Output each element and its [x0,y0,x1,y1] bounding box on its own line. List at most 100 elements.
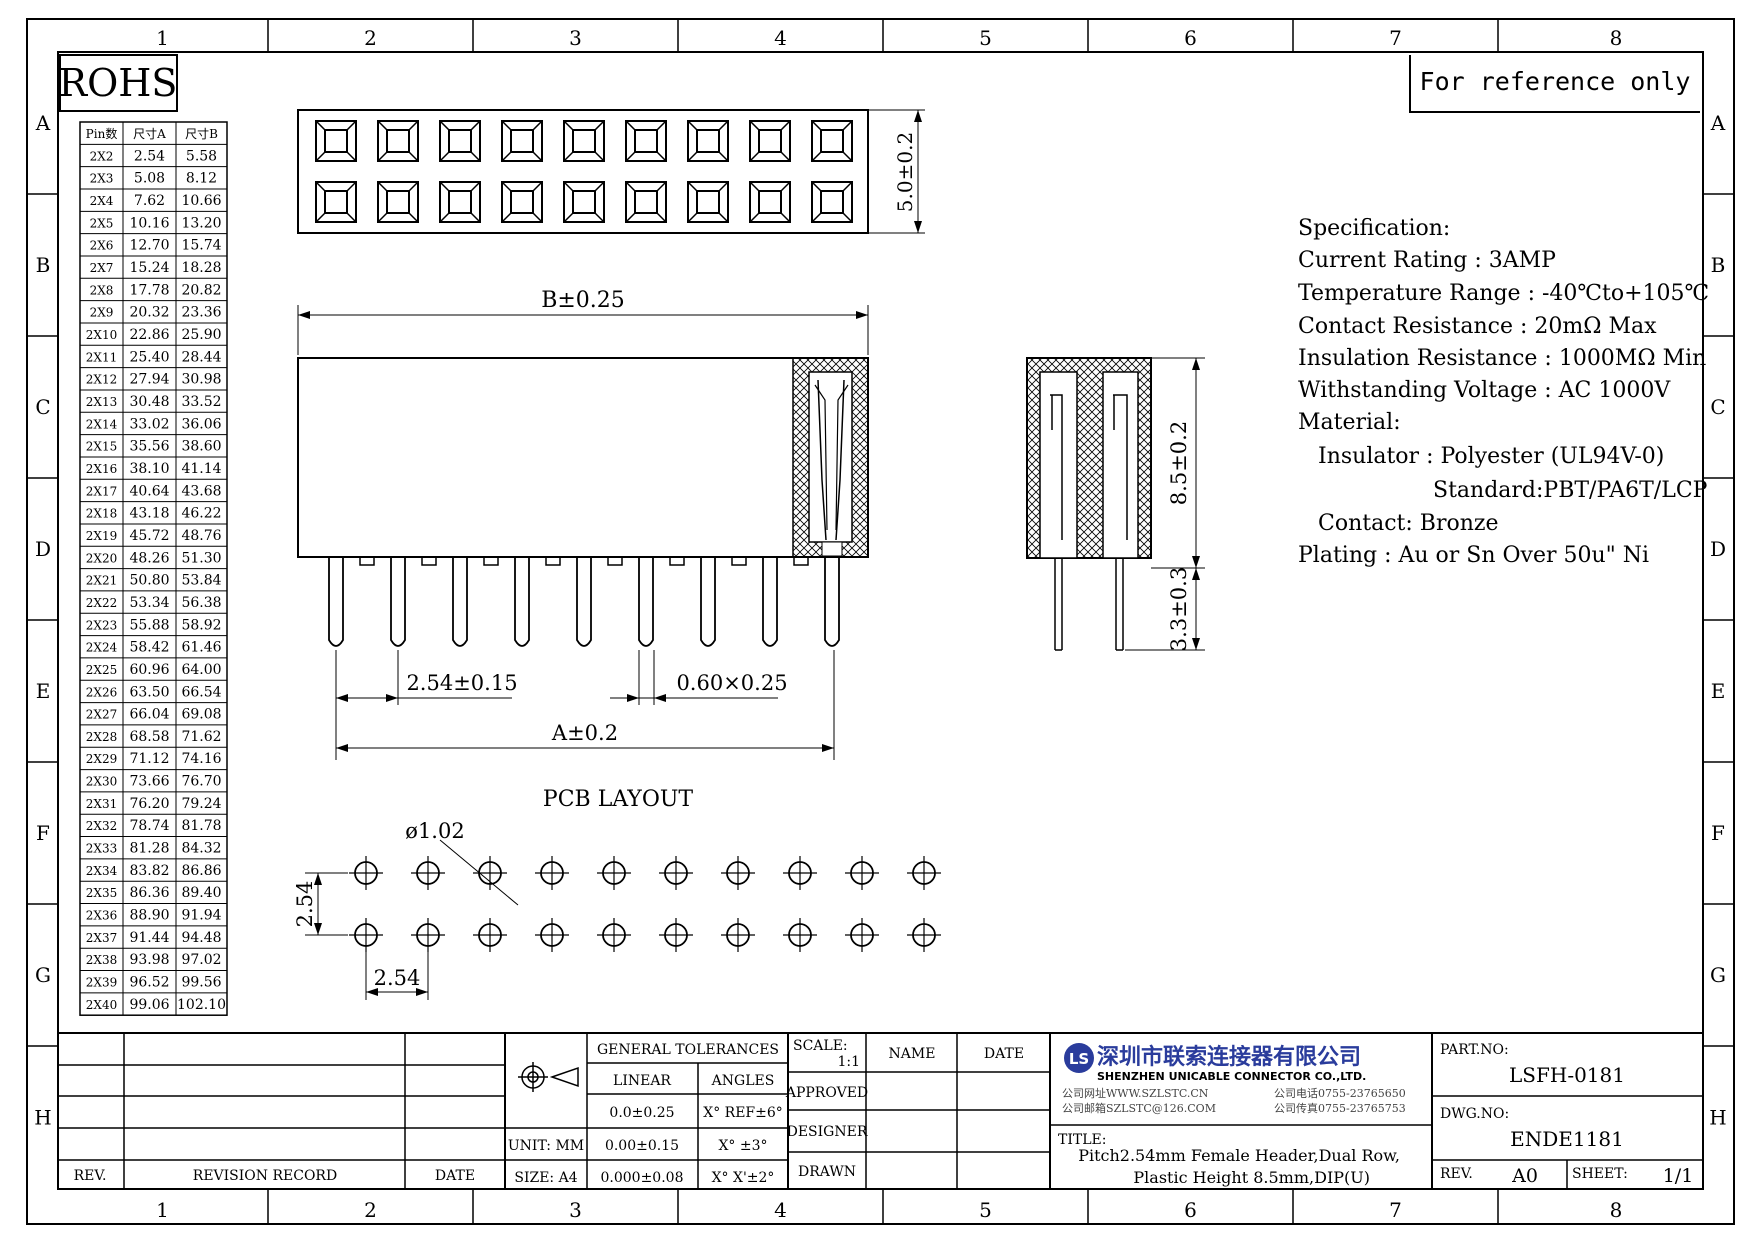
table-cell: 2X27 [86,708,117,722]
table-cell: 33.02 [129,416,169,432]
pcb-hole [907,856,941,890]
table-cell: 2X40 [86,998,117,1012]
pin [700,557,716,647]
table-cell: 76.70 [181,774,221,790]
pin [762,557,778,647]
table-cell: 2X8 [90,283,114,297]
table-cell: 86.36 [129,885,169,901]
pin [452,557,468,647]
table-cell: 64.00 [181,662,221,678]
dim-pin-size: 0.60×0.25 [676,671,787,695]
pcb-title: PCB LAYOUT [543,787,694,812]
table-header: Pin数 [86,126,118,141]
zone-column-label: 7 [1389,1198,1402,1222]
zone-dividers [27,19,1734,1224]
cavity [439,120,481,162]
pcb-hole [659,856,693,890]
side-view: 8.5±0.2 3.3±0.3 [1026,357,1205,651]
cavity [749,120,791,162]
table-cell: 2X15 [86,440,117,454]
table-cell: 58.92 [181,617,221,633]
pcb-hole [597,918,631,952]
dwg-no: ENDE1181 [1510,1127,1624,1151]
zone-column-label: 1 [156,26,169,50]
table-cell: 99.56 [181,975,221,991]
zone-row-label: E [1711,679,1726,703]
zone-row-label: B [1711,253,1726,277]
cavity [377,120,419,162]
cavity [315,120,357,162]
table-cell: 89.40 [181,885,221,901]
table-cell: 73.66 [129,774,169,790]
pin [824,557,840,647]
standoff [669,556,685,566]
table-cell: 61.46 [181,640,221,656]
dim-col-pitch: 2.54 [374,966,421,990]
table-cell: 48.76 [181,528,221,544]
table-cell: 2X7 [90,261,114,275]
zone-column-label: 2 [364,1198,377,1222]
tol-angle-3: X° X'±2° [712,1170,775,1186]
table-cell: 2X19 [86,529,117,543]
zone-column-label: 3 [569,26,582,50]
table-cell: 2X14 [86,417,118,431]
zone-column-label: 8 [1610,1198,1623,1222]
company-email: 公司邮箱SZLSTC@126.COM [1062,1101,1216,1115]
spec-line: Contact Resistance : 20mΩ Max [1298,314,1657,339]
reference-note: For reference only [1420,67,1691,96]
spec-line: Specification: [1298,216,1450,241]
zone-column-label: 8 [1610,26,1623,50]
table-cell: 8.12 [186,171,217,187]
sheet-value: 1/1 [1663,1165,1694,1187]
table-cell: 5.58 [186,148,217,164]
cavity [563,120,605,162]
part-no-label: PART.NO: [1440,1042,1509,1058]
company-web: 公司网址WWW.SZLSTC.CN [1062,1086,1209,1100]
table-cell: 93.98 [129,952,169,968]
table-cell: 15.74 [181,238,221,254]
table-cell: 96.52 [129,975,169,991]
pin [514,557,530,647]
table-cell: 81.28 [129,841,169,857]
reference-box: For reference only [1409,55,1700,113]
company-name-en: SHENZHEN UNICABLE CONNECTOR CO.,LTD. [1097,1070,1366,1083]
table-header: 尺寸A [133,127,166,141]
zone-row-label: B [36,253,51,277]
cavity [315,181,357,223]
zone-row-label: C [35,395,50,419]
table-cell: 50.80 [129,573,169,589]
table-cell: 66.04 [129,707,169,723]
rev-label: REV. [1440,1166,1473,1182]
tol-angle-1: X° REF±6° [703,1105,783,1121]
pcb-hole [349,856,383,890]
table-cell: 81.78 [181,818,221,834]
spec-line: Material: [1298,410,1401,435]
table-cell: 86.86 [181,863,221,879]
table-cell: 41.14 [181,461,221,477]
zone-column-label: 4 [774,1198,787,1222]
table-cell: 30.98 [181,372,221,388]
zone-row-label: D [1710,537,1726,561]
spec-line: Temperature Range : -40℃to+105℃ [1298,281,1709,306]
pcb-hole-dia: ø1.02 [405,819,464,843]
cavity [377,181,419,223]
table-cell: 102.10 [177,997,226,1013]
cavity [625,181,667,223]
table-cell: 51.30 [181,550,221,566]
table-cell: 22.86 [129,327,169,343]
spec-line: Withstanding Voltage : AC 1000V [1298,378,1671,403]
linear-header: LINEAR [613,1073,671,1089]
table-cell: 2X6 [90,239,114,253]
zone-column-label: 1 [156,1198,169,1222]
zone-row-label: A [1710,111,1726,135]
table-cell: 20.82 [181,282,221,298]
table-cell: 78.74 [129,818,169,834]
pin [638,557,654,647]
pcb-hole [907,918,941,952]
spec-line: Plating : Au or Sn Over 50u" Ni [1298,543,1649,568]
rev-value: A0 [1511,1165,1538,1187]
pin [390,557,406,647]
zone-row-label: F [1711,821,1725,845]
